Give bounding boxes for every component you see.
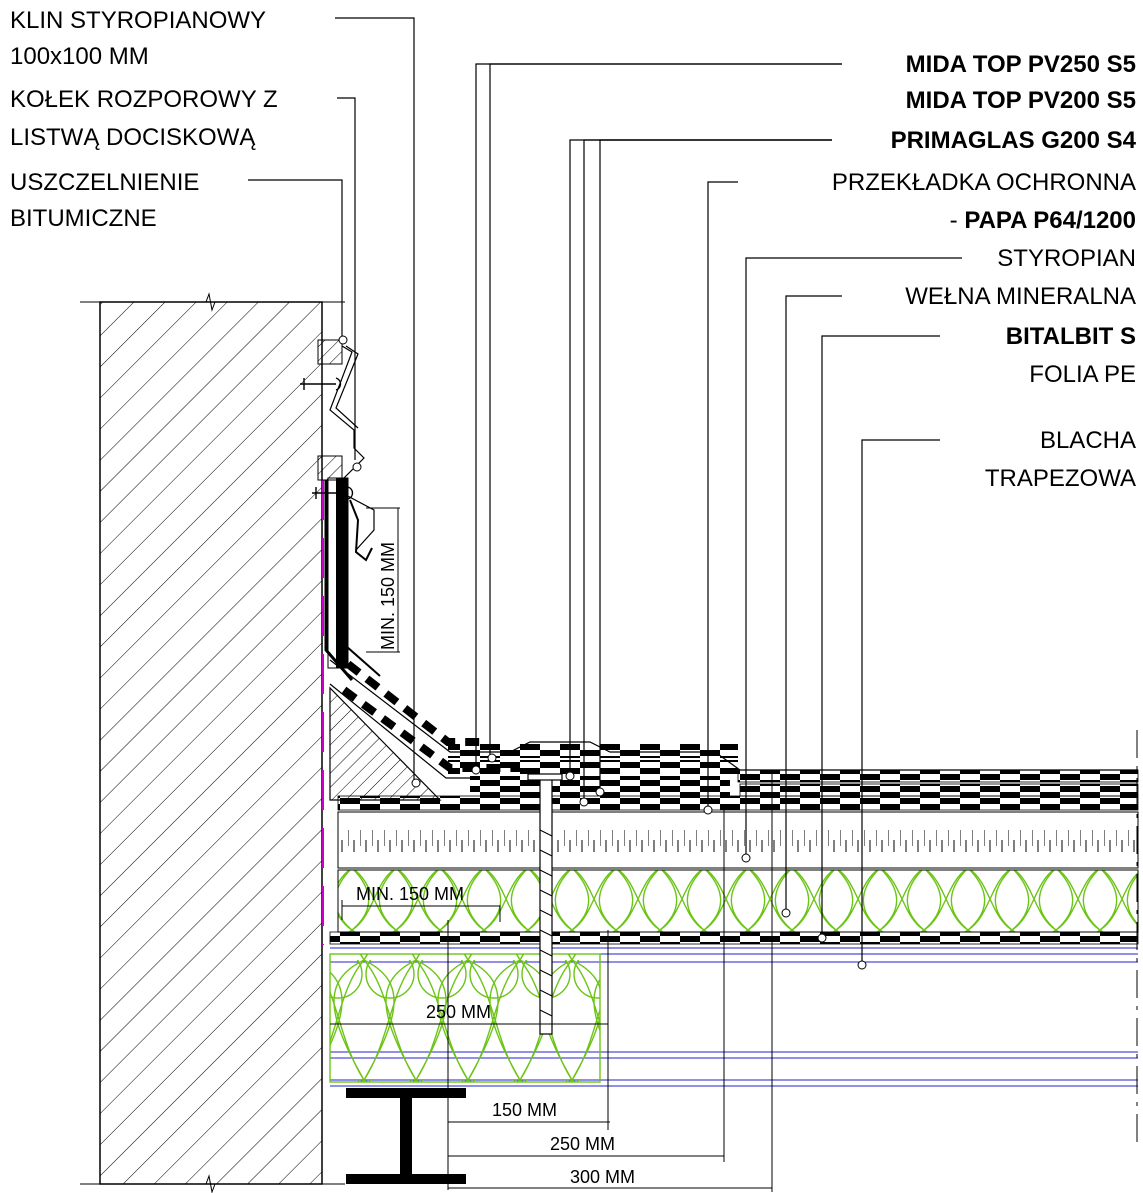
masonry-wall (80, 292, 345, 1193)
label-uszcz-line2: BITUMICZNE (10, 205, 157, 232)
leader-dot-pv250 (471, 765, 481, 775)
mechanical-fastener (527, 773, 563, 1035)
leader-dot-primaglas-3 (595, 787, 605, 797)
leader-dot-klin (411, 778, 421, 788)
leader-dot-bitalbit (817, 933, 827, 943)
label-blacha-line2: TRAPEZOWA (985, 465, 1136, 492)
dim-overlap-min-150: MIN. 150 MM (356, 884, 464, 904)
label-papa-dash: - (950, 207, 965, 234)
dim-150: 150 MM (492, 1100, 557, 1120)
dim-300: 300 MM (570, 1167, 635, 1187)
label-kolek-line1: KOŁEK ROZPOROWY Z (10, 86, 278, 113)
leader-dot-styropian (741, 853, 751, 863)
styrofoam-layer (337, 811, 1139, 869)
lower-insulation (329, 953, 601, 1083)
leader-dot-primaglas-2 (579, 797, 589, 807)
dim-upturn-min-150: MIN. 150 MM (378, 542, 398, 650)
termination-bar (300, 339, 375, 562)
label-primaglas: PRIMAGLAS G200 S4 (891, 127, 1137, 154)
break-mark-bottom (205, 1174, 216, 1193)
wall-upturn-membranes (322, 477, 381, 945)
label-papa: - PAPA P64/1200 (950, 207, 1136, 234)
roof-membranes-flat (337, 769, 1139, 813)
leader-dot-kolek (352, 462, 362, 472)
leader-lines (248, 17, 962, 970)
break-mark-top (205, 292, 216, 312)
label-mida-pv200: MIDA TOP PV200 S5 (906, 87, 1136, 114)
leader-dot-primaglas-1 (565, 771, 575, 781)
label-welna: WEŁNA MINERALNA (905, 283, 1136, 310)
label-klin-line1: KLIN STYROPIANOWY (10, 7, 266, 34)
label-styropian: STYROPIAN (997, 245, 1136, 272)
steel-i-beam (346, 1088, 466, 1184)
dim-250-top: 250 MM (426, 1002, 491, 1022)
leader-dot-pv200 (487, 753, 497, 763)
leader-dot-welna (781, 908, 791, 918)
label-bitalbit: BITALBIT S (1006, 323, 1136, 350)
sloped-membranes (329, 659, 1138, 796)
label-blacha-line1: BLACHA (1040, 427, 1136, 454)
leader-dot-przekladka (703, 805, 713, 815)
dim-250-bottom: 250 MM (550, 1134, 615, 1154)
mineral-wool-layer (337, 869, 1139, 933)
label-mida-pv250: MIDA TOP PV250 S5 (906, 51, 1136, 78)
leader-dot-blacha (857, 960, 867, 970)
label-papa-name: PAPA P64/1200 (964, 207, 1136, 234)
material-labels: KLIN STYROPIANOWY 100x100 MM KOŁEK ROZPO… (10, 7, 1137, 492)
label-uszcz-line1: USZCZELNIENIE (10, 169, 199, 196)
label-przekladka: PRZEKŁADKA OCHRONNA (832, 169, 1136, 196)
dimension-lines (330, 507, 773, 1192)
label-klin-line2: 100x100 MM (10, 43, 149, 70)
dimension-labels: MIN. 150 MM MIN. 150 MM 250 MM 150 MM 25… (356, 542, 635, 1187)
label-folia: FOLIA PE (1029, 361, 1136, 388)
bitalbit-layer (329, 931, 1139, 945)
label-kolek-line2: LISTWĄ DOCISKOWĄ (10, 124, 256, 151)
leader-dot-uszcz (338, 335, 348, 345)
